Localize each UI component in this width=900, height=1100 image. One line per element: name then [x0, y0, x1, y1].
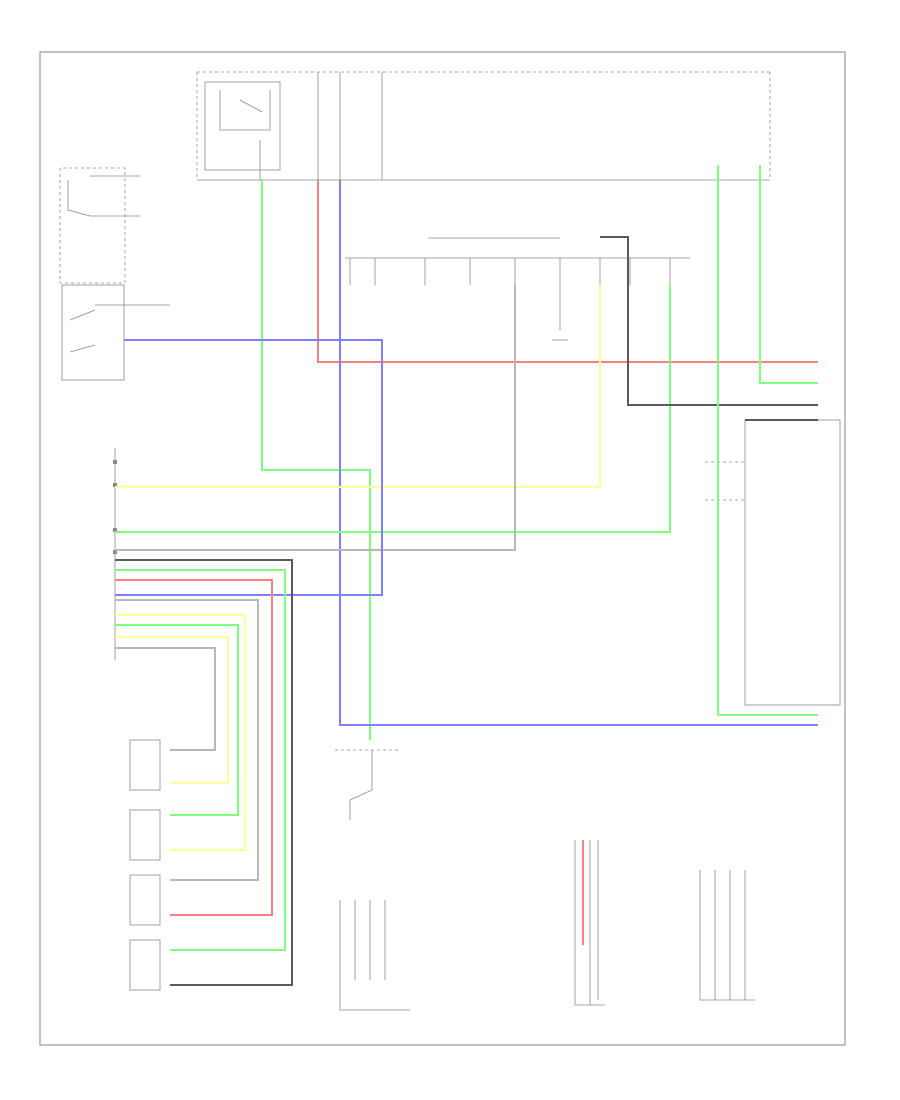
fuse-relay-box: [196, 71, 771, 181]
green-wire: [115, 569, 286, 951]
left-pin-block: [113, 448, 117, 660]
blue-wire: [339, 180, 818, 726]
green-wire: [717, 165, 818, 716]
green-wire: [759, 165, 818, 384]
yellow-wire: [115, 636, 229, 784]
switch-assembly-lower: [61, 284, 170, 381]
dark-wire: [600, 236, 818, 406]
wire-harness: [115, 165, 818, 986]
green-wire: [115, 285, 671, 533]
red-wire: [115, 579, 273, 916]
blue-wire: [115, 339, 383, 596]
green-wire: [115, 624, 239, 816]
gray-wire: [115, 647, 216, 751]
connector-bus: [345, 237, 690, 341]
right-module: [705, 419, 841, 706]
yellow-wire: [115, 614, 246, 851]
gray-wire: [115, 285, 516, 551]
diagram-frame: [39, 51, 846, 1046]
green-wire: [261, 180, 371, 740]
dark-wire: [115, 559, 293, 986]
bottom-left-switches: [129, 739, 161, 991]
yellow-wire: [115, 285, 601, 488]
bottom-connectors: [339, 840, 755, 1011]
gray-wire: [115, 599, 259, 881]
red-wire: [317, 180, 818, 363]
neutral-switch: [335, 749, 400, 820]
switch-assembly-upper: [59, 167, 140, 284]
